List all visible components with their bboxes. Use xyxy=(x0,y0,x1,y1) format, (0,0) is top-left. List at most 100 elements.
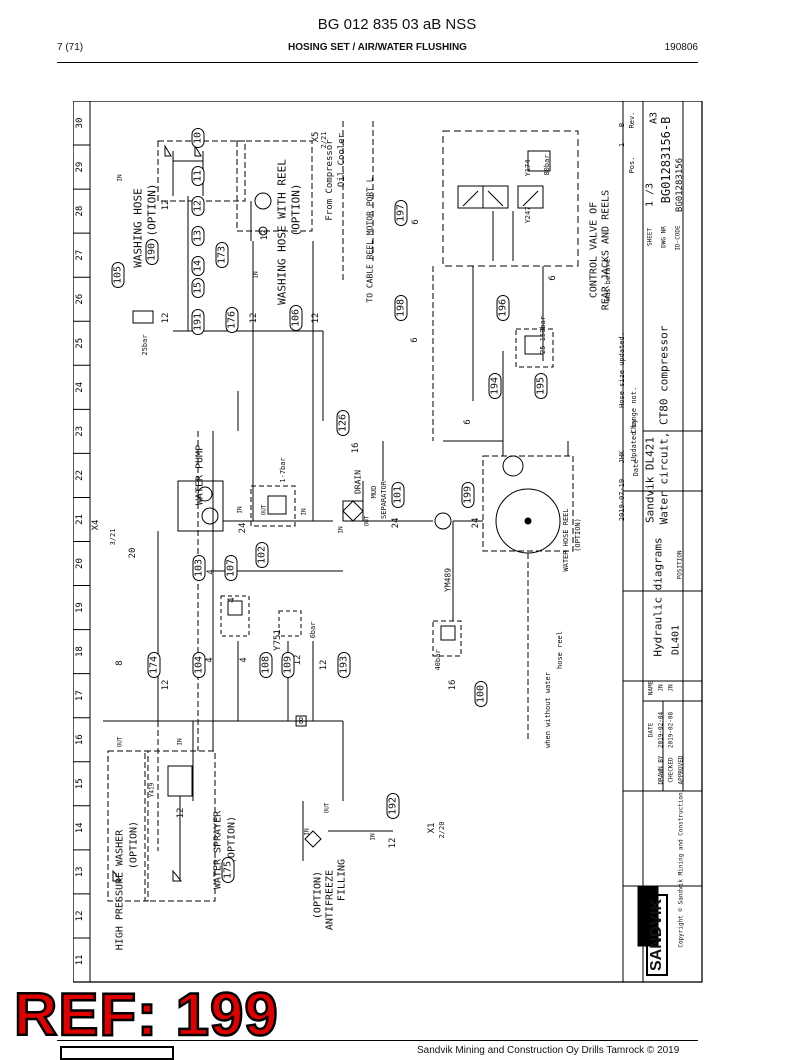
port-in-label: IN xyxy=(236,506,244,514)
washing-hose-option: (OPTION) xyxy=(145,183,159,237)
pressure-range: 25-150bar xyxy=(539,316,547,354)
pressure-relief-25bar xyxy=(132,310,154,324)
water-sprayer-box xyxy=(144,750,216,902)
y419-label: Y419 xyxy=(148,782,156,798)
name-header: NAME xyxy=(647,680,655,696)
pipe-size-label: 20 xyxy=(128,547,138,559)
title-block xyxy=(622,101,702,982)
b-box-label: B xyxy=(295,715,307,727)
antifreeze-valve xyxy=(304,830,322,848)
port-in-label: IN xyxy=(369,833,377,841)
revision-1: 1 xyxy=(618,142,626,148)
checked-name: JN xyxy=(667,684,675,692)
drawing-number: BG01283156-B xyxy=(659,116,673,204)
callout-bubble: 104 xyxy=(192,651,206,679)
pipe-size-label: 12 xyxy=(161,312,171,324)
relief-valve-6bar-box xyxy=(278,610,302,637)
section-title: HOSING SET / AIR/WATER FLUSHING xyxy=(288,42,467,53)
callout-bubble: 192 xyxy=(386,792,400,820)
pipe-size-label: 4 xyxy=(205,657,215,663)
grid-column-label: 14 xyxy=(75,822,85,833)
document-code: 190806 xyxy=(664,42,698,53)
format-label: A3 xyxy=(648,111,660,125)
sheet-number: 1 /3 xyxy=(644,182,656,208)
footer-logo-box xyxy=(60,1046,174,1060)
when-without-label: when without water xyxy=(544,672,552,748)
brand-logo: SANDVIK xyxy=(646,893,668,977)
antifreeze-label: ANTIFREEZE xyxy=(324,869,336,931)
callout-bubble: 193 xyxy=(337,651,351,679)
from-compressor-label: From Compressor xyxy=(325,139,335,221)
oil-cooler-label: Oil Cooler xyxy=(337,132,347,188)
dwg-label: DWG NR xyxy=(660,226,668,248)
pipe-size-label: 16 xyxy=(448,679,458,691)
washing-hose-reel-box xyxy=(236,140,313,232)
callout-bubble: 173 xyxy=(215,241,229,269)
port-out-label: OUT xyxy=(260,504,268,516)
grid-column-label: 12 xyxy=(75,911,85,922)
callout-bubble: 191 xyxy=(191,308,205,336)
water-pump-box xyxy=(177,480,224,532)
pressure-17bar: 1-7bar xyxy=(279,457,287,483)
callout-bubble: 13 xyxy=(191,225,205,247)
control-valve-box xyxy=(442,130,579,267)
drawn-label: DRAWN BY xyxy=(657,755,665,785)
port-in-label: IN xyxy=(176,738,184,746)
date-label: Date xyxy=(632,459,640,477)
grid-column-label: 25 xyxy=(75,338,85,349)
grid-column-label: 22 xyxy=(75,470,85,481)
pipe-size-label: 6 xyxy=(411,219,421,225)
high-pressure-washer-label: HIGH PRESSURE WASHER xyxy=(114,829,126,951)
callout-bubble: 190 xyxy=(145,238,159,266)
pipe-size-label: 8 xyxy=(115,660,125,666)
grid-column-label: 30 xyxy=(75,118,85,129)
revision-header: Rev. xyxy=(628,111,636,129)
port-in-label: IN xyxy=(303,828,311,836)
checked-date: 2019-02-08 xyxy=(667,711,675,749)
header-rule xyxy=(57,62,698,63)
drawn-name: JN xyxy=(657,684,665,692)
pipe-size-label: 6 xyxy=(548,275,558,281)
port-out-label: OUT xyxy=(116,736,124,748)
port-in-label: IN xyxy=(337,526,345,534)
grid-column-label: 28 xyxy=(75,206,85,217)
grid-column-label: 24 xyxy=(75,382,85,393)
id-label: ID-CODE xyxy=(674,225,682,251)
pressure-valve-box xyxy=(515,328,554,368)
pipe-size-label: 16 xyxy=(351,442,361,454)
pressure-25bar: 25bar xyxy=(141,334,149,356)
water-pump-motor xyxy=(201,507,219,525)
water-pump-symbol xyxy=(197,486,213,502)
copyright-label: Copyright © Sandvik Mining and Construct… xyxy=(677,792,685,948)
position-label: POSITION xyxy=(676,550,684,580)
antifreeze-option: (OPTION) xyxy=(312,870,324,920)
callout-bubble: 12 xyxy=(191,195,205,217)
pipe-size-label: 12 xyxy=(311,312,321,324)
pipe-size-label: 12 xyxy=(388,837,398,849)
footer-rule xyxy=(57,1040,698,1041)
pressure-6bar: 6bar xyxy=(309,621,317,639)
grid-column-label: 27 xyxy=(75,250,85,261)
x4-label: X4 xyxy=(91,519,101,531)
grid-column-label: 26 xyxy=(75,294,85,305)
port-out-label: OUT xyxy=(323,802,331,814)
grid-column-label: 13 xyxy=(75,866,85,877)
callout-bubble: 102 xyxy=(255,541,269,569)
callout-bubble: 126 xyxy=(336,409,350,437)
pipe-size-label: 6 xyxy=(410,337,420,343)
callout-bubble: 196 xyxy=(496,294,510,322)
callout-bubble: 11 xyxy=(191,165,205,187)
sheet-label: SHEET xyxy=(646,227,654,247)
x1-ref: 2/20 xyxy=(438,821,446,839)
callout-bubble: 199 xyxy=(461,481,475,509)
relief-valve-17bar-box xyxy=(250,485,296,527)
high-pressure-washer-box xyxy=(107,750,149,902)
grid-column-label: 15 xyxy=(75,778,85,789)
filling-label: FILLING xyxy=(336,858,348,902)
pipe-size-label: 24 xyxy=(238,522,248,534)
approved-label: APPROVED xyxy=(677,755,685,785)
pipe-size-label: 12 xyxy=(176,807,186,819)
page-number: 7 (71) xyxy=(57,42,84,53)
callout-bubble: 197 xyxy=(394,199,408,227)
